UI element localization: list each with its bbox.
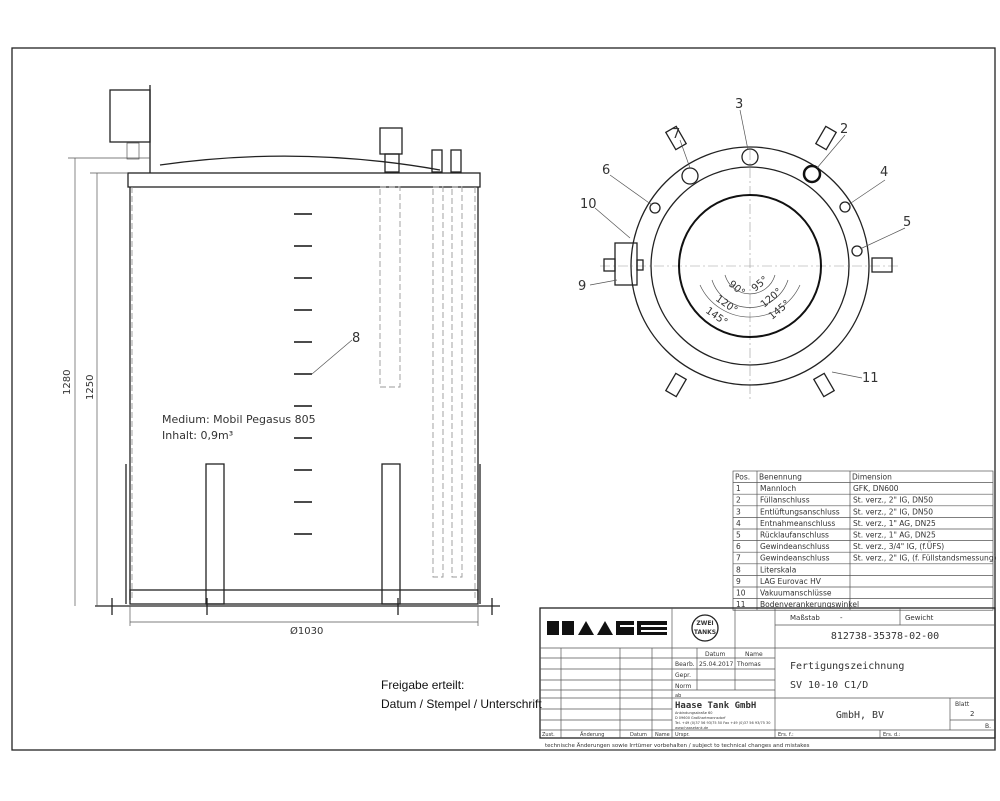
- company-city: D 09600 Großhartmannsdorf: [675, 716, 726, 720]
- approval-fields: Datum / Stempel / Unterschrift: [381, 697, 542, 711]
- stamp-logo: ZWEI TANKS: [691, 614, 719, 642]
- liter-scale: [294, 213, 312, 535]
- table-cell: Mannloch: [760, 484, 796, 493]
- row-bearb: Bearb.: [675, 661, 695, 668]
- drawing-title: Fertigungszeichnung: [790, 661, 904, 672]
- drawing-subtitle: SV 10-10 C1/D: [790, 680, 868, 691]
- bolts: [111, 598, 493, 615]
- callout-3: 3: [735, 97, 743, 112]
- table-cell: St. verz., 2" IG, DN50: [853, 496, 933, 505]
- table-cell: Füllanschluss: [760, 496, 810, 505]
- table-cell: Rücklaufanschluss: [760, 531, 829, 540]
- table-cell: 2: [736, 496, 741, 505]
- medium-label: Medium: Mobil Pegasus 805: [162, 413, 316, 426]
- tank-top-view: 3 2 7 6 4 5 10 9 11 90° 95° 120° 120° 14…: [578, 97, 911, 400]
- rev-header: Ers. f.:: [778, 732, 794, 738]
- date: 25.04.2017: [699, 661, 734, 668]
- table-cell: 8: [736, 565, 741, 574]
- company-web: www.haasetank.de: [675, 726, 708, 730]
- dim-diameter: Ø1030: [290, 625, 323, 637]
- table-cell: 9: [736, 577, 741, 586]
- callout-4: 4: [880, 165, 888, 180]
- sheet-label: Blatt: [955, 701, 970, 708]
- table-cell: Literskala: [760, 565, 796, 574]
- table-cell: Bodenverankerungswinkel: [760, 600, 859, 609]
- row-gepr: Gepr.: [675, 672, 691, 679]
- rev-header: Name: [655, 732, 670, 738]
- table-cell: St. verz., 2" IG, DN50: [853, 507, 933, 516]
- callout-11: 11: [862, 371, 879, 386]
- title-block: ZWEI TANKS Maßstab - Gewicht 812738-3537…: [539, 607, 996, 751]
- col-name: Name: [745, 651, 763, 658]
- table-header: Benennung: [759, 473, 802, 482]
- table-cell: Gewindeanschluss: [760, 554, 830, 563]
- table-cell: 1: [736, 484, 741, 493]
- callout-5: 5: [903, 215, 911, 230]
- company-phone: Tel. +49 (0)37 56 93/75 50 Fax +49 (0)37…: [674, 721, 771, 725]
- angle-90: 90°: [726, 279, 747, 299]
- table-cell: 6: [736, 542, 741, 551]
- drawing-number: 812738-35378-02-00: [831, 631, 939, 642]
- haase-logo: [547, 621, 667, 635]
- table-header: Dimension: [852, 473, 892, 482]
- col-date: Datum: [705, 651, 725, 658]
- rev-header: Ers. d.:: [883, 732, 901, 738]
- table-cell: Entlüftungsanschluss: [760, 507, 840, 516]
- row-norm: Norm: [675, 683, 692, 690]
- scale-label: Maßstab: [790, 614, 820, 622]
- table-cell: 11: [736, 600, 746, 609]
- company-name: Haase Tank GmbH: [675, 701, 756, 711]
- table-cell: GFK, DN600: [853, 484, 899, 493]
- table-cell: 10: [736, 589, 746, 598]
- callout-10: 10: [580, 197, 597, 212]
- table-cell: St. verz., 2" IG, (f. Füllstandsmessung): [853, 554, 997, 563]
- rev-header: Zust.: [542, 732, 555, 738]
- company-address: Anbindungsstraße 60: [675, 711, 712, 715]
- table-cell: St. verz., 1" AG, DN25: [853, 531, 936, 540]
- callout-9: 9: [578, 279, 586, 294]
- tank-side-view: 8 Medium: Mobil Pegasus 805 Inhalt: 0,9m…: [62, 85, 500, 637]
- table-cell: 7: [736, 554, 741, 563]
- content-label: Inhalt: 0,9m³: [162, 429, 233, 442]
- disclaimer: technische Änderungen sowie Irrtümer vor…: [545, 742, 810, 749]
- rev-header: Änderung: [580, 731, 604, 738]
- dim-1280: 1280: [62, 370, 73, 395]
- drawing-frame: [11, 47, 996, 751]
- svg-text:ZWEI: ZWEI: [696, 620, 713, 627]
- table-cell: 4: [736, 519, 741, 528]
- scale-value: -: [840, 614, 843, 622]
- table-cell: St. verz., 1" AG, DN25: [853, 519, 936, 528]
- table-cell: Entnahmeanschluss: [760, 519, 835, 528]
- parts-table: Pos. Benennung Dimension 1 Mannloch GFK, DN60…: [732, 470, 997, 611]
- callout-7: 7: [672, 127, 680, 142]
- sheet-value: 2: [970, 710, 974, 718]
- rev-header: Urspr.: [675, 732, 690, 738]
- angle-95: 95°: [750, 274, 771, 294]
- customer: GmbH, BV: [836, 710, 884, 721]
- rev-header: Datum: [630, 732, 647, 738]
- callout-6: 6: [602, 163, 610, 178]
- approval-label: Freigabe erteilt:: [381, 678, 465, 692]
- sheet-total: B.: [985, 723, 991, 730]
- vacuum-unit: [614, 242, 638, 286]
- table-cell: 5: [736, 531, 741, 540]
- drafter-name: Thomas: [736, 661, 761, 668]
- callout-8: 8: [352, 331, 360, 346]
- row-ab: ab: [675, 693, 681, 699]
- table-cell: St. verz., 3/4" IG, (f.ÜFS): [853, 542, 944, 551]
- svg-text:TANKS: TANKS: [694, 629, 716, 636]
- table-cell: Gewindeanschluss: [760, 542, 830, 551]
- table-cell: Vakuumanschlüsse: [760, 589, 832, 598]
- table-header: Pos.: [735, 473, 750, 482]
- dim-1250: 1250: [85, 375, 96, 400]
- callout-2: 2: [840, 122, 848, 137]
- weight-label: Gewicht: [905, 614, 934, 622]
- table-cell: LAG Eurovac HV: [760, 577, 822, 586]
- table-cell: 3: [736, 507, 741, 516]
